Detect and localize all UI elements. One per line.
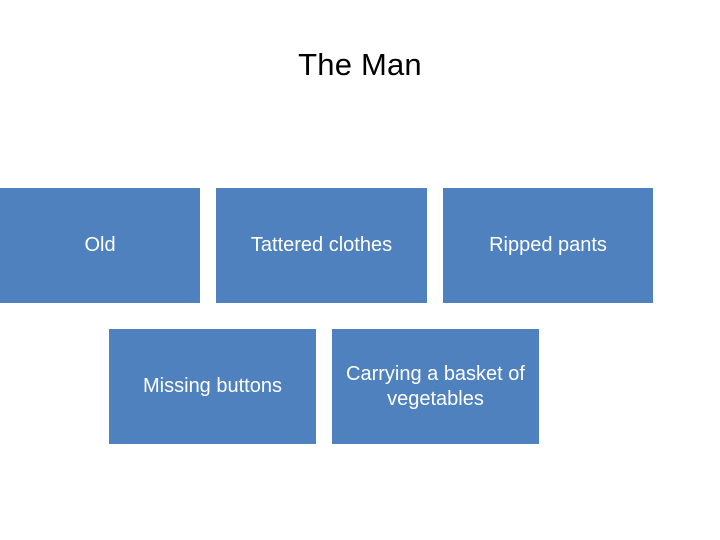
page-title: The Man [298, 47, 422, 82]
diagram-node-ripped-pants[interactable]: Ripped pants [443, 188, 653, 303]
diagram-node-tattered-clothes[interactable]: Tattered clothes [216, 188, 427, 303]
diagram-node-carrying-basket-label: Carrying a basket of vegetables [346, 362, 525, 410]
diagram-node-carrying-basket[interactable]: Carrying a basket of vegetables [332, 329, 539, 444]
diagram-node-ripped-pants-label: Ripped pants [489, 234, 607, 256]
diagram-node-missing-buttons[interactable]: Missing buttons [109, 329, 316, 444]
diagram-node-missing-buttons-label: Missing buttons [143, 375, 282, 397]
diagram-node-tattered-clothes-label: Tattered clothes [250, 234, 393, 256]
diagram-node-old[interactable]: Old [0, 188, 200, 303]
diagram-node-old-label: Old [84, 234, 116, 256]
